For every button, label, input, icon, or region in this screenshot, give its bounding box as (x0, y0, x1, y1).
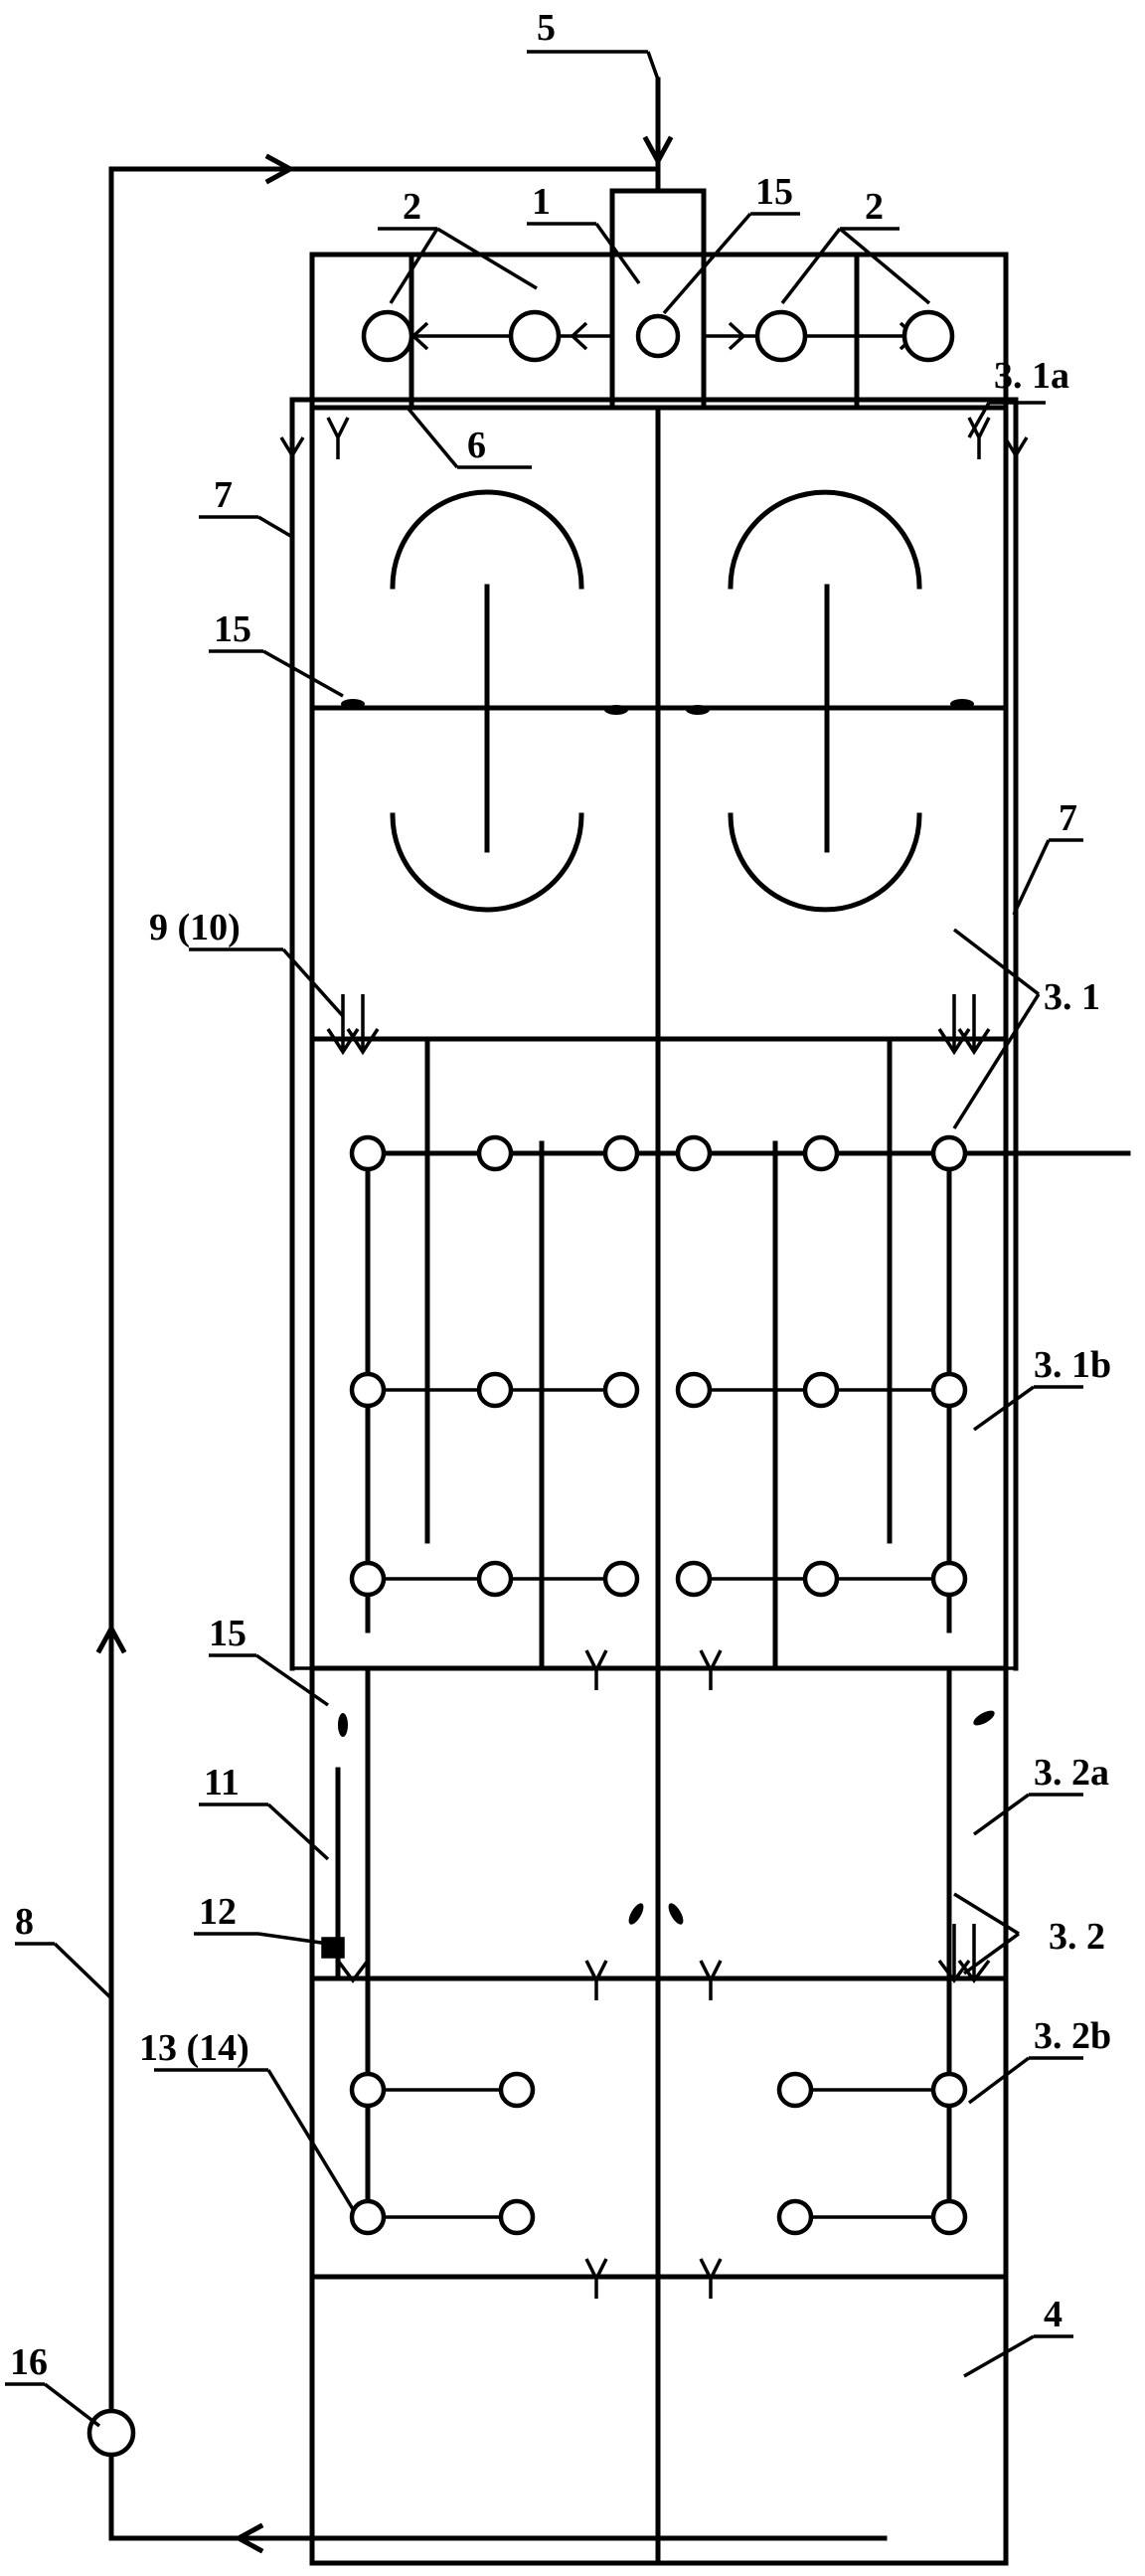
zone-3-2b (349, 1975, 968, 2236)
label-1: 1 (532, 181, 551, 223)
inlet-pipe-5 (642, 77, 674, 194)
label-15-low: 15 (209, 1613, 246, 1654)
recycle-pipe-8 (86, 153, 888, 2554)
label-6: 6 (467, 425, 486, 466)
label-3-2: 3. 2 (1049, 1916, 1105, 1958)
label-7-left: 7 (214, 474, 233, 516)
leader-lines (5, 50, 1083, 2428)
mixing-zone (309, 489, 1009, 913)
zone-3-2-walls (309, 1665, 1009, 2280)
label-5: 5 (537, 7, 556, 49)
return-pipe-7 (279, 397, 1029, 1671)
distribution-port-right-outer (901, 309, 955, 363)
pump-16 (86, 2408, 136, 2458)
label-9-10: 9 (10) (149, 907, 241, 948)
label-15-mid: 15 (214, 608, 251, 650)
label-12: 12 (199, 1891, 237, 1933)
distribution-port-left-inner (508, 309, 562, 363)
label-3-1b: 3. 1b (1034, 1344, 1111, 1386)
label-2-left: 2 (403, 186, 421, 228)
label-16: 16 (10, 2341, 48, 2383)
label-3-1: 3. 1 (1044, 976, 1100, 1018)
aerobic-zone-3-1b (349, 1036, 1131, 1671)
label-7-right: 7 (1059, 797, 1077, 839)
label-8: 8 (15, 1901, 34, 1943)
label-2-right: 2 (865, 186, 884, 228)
labels: 5 1 15 2 2 3. 1a 6 7 15 7 9 (10) 3. 1 3.… (10, 7, 1111, 2383)
label-3-2a: 3. 2a (1034, 1752, 1109, 1794)
label-13-14: 13 (14) (139, 2027, 249, 2069)
distribution-port-left-outer (361, 309, 414, 363)
label-11: 11 (204, 1762, 240, 1803)
label-15-top: 15 (755, 171, 793, 213)
label-4: 4 (1044, 2294, 1063, 2335)
label-3-2b: 3. 2b (1034, 2015, 1111, 2057)
y-valves (321, 417, 991, 2299)
distribution-port-right-inner (754, 309, 808, 363)
label-3-1a: 3. 1a (994, 355, 1069, 397)
distribution-port-center (635, 313, 681, 359)
